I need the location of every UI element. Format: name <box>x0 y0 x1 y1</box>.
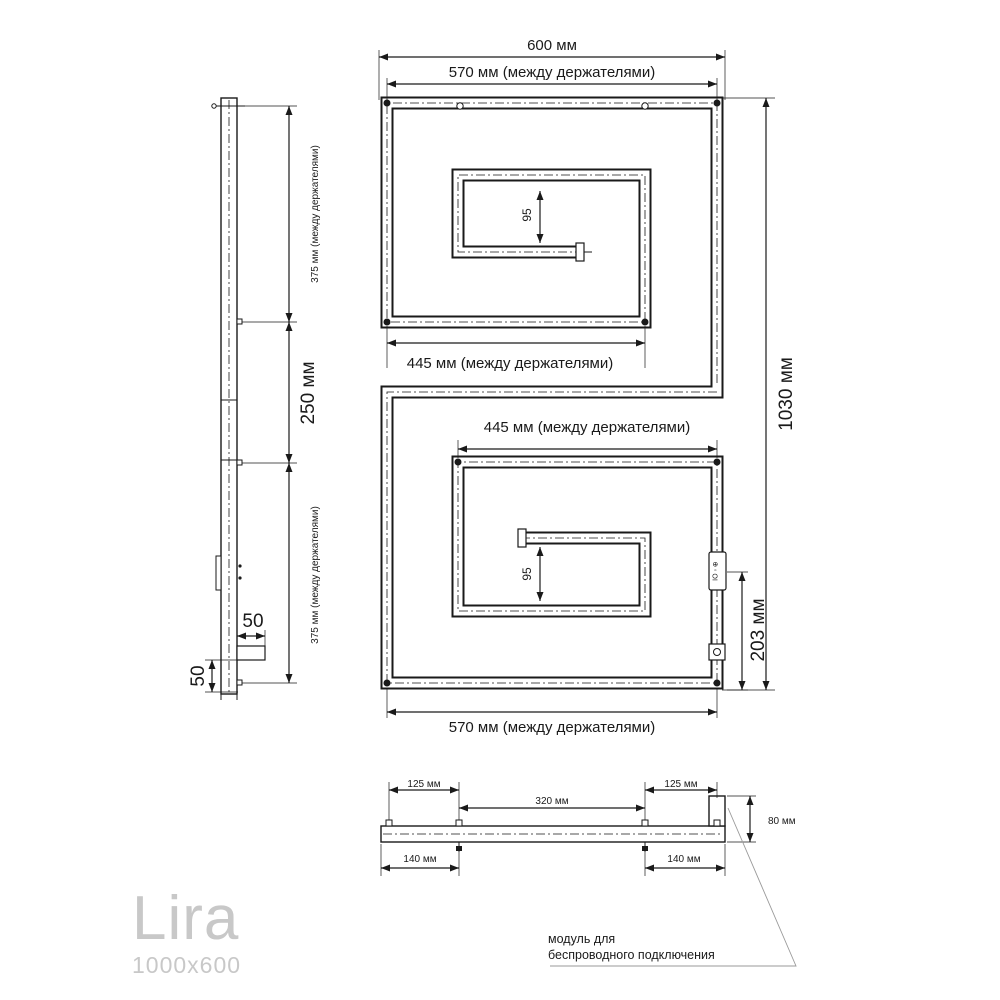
dim-overall-height: 1030 мм <box>776 357 797 431</box>
dim-bottom-left-bottom: 140 мм <box>403 854 436 865</box>
bottom-view: 125 мм 320 мм 125 мм 140 мм 140 мм 80 мм <box>380 779 797 967</box>
dim-bottom-right-top: 125 мм <box>664 779 697 790</box>
dim-upper-inner-holders: 445 мм (между держателями) <box>407 355 614 372</box>
upper-outer-frame <box>380 96 724 383</box>
dim-top-holders: 570 мм (между держателями) <box>449 64 656 81</box>
mount-point <box>456 102 464 110</box>
model-size: 1000x600 <box>132 952 242 978</box>
pipe-end-cap <box>517 528 527 548</box>
module-note: модуль для беспроводного подключения <box>548 931 715 963</box>
holders <box>383 99 721 687</box>
module-note-line1: модуль для <box>548 932 616 946</box>
dim-side-middle-span: 250 мм <box>298 361 319 424</box>
wireless-module: IO ◦ ⊕ <box>708 551 727 661</box>
dim-bottom-holders: 570 мм (между держателями) <box>449 719 656 736</box>
dim-side-depth: 50 <box>242 611 263 632</box>
mount-point <box>641 102 649 110</box>
side-view: 375 мм (между держателями) 250 мм 375 мм… <box>188 97 321 700</box>
dim-overall-width: 600 мм <box>527 37 577 54</box>
dim-bottom-right-bottom: 140 мм <box>667 854 700 865</box>
dim-module-height: 203 мм <box>748 598 769 661</box>
model-name: Lira <box>132 884 240 953</box>
svg-text:IO ◦ ⊕: IO ◦ ⊕ <box>713 561 720 581</box>
dim-bottom-center: 320 мм <box>535 796 568 807</box>
dim-bottom-left-top: 125 мм <box>407 779 440 790</box>
dim-lower-spiral-gap: 95 <box>520 567 534 581</box>
dim-bottom-height: 80 мм <box>768 816 796 827</box>
dim-side-upper-span: 375 мм (между держателями) <box>310 145 321 283</box>
dim-side-bottom-offset: 50 <box>188 665 209 686</box>
dim-upper-spiral-gap: 95 <box>520 208 534 222</box>
pipe-end-cap <box>575 242 585 262</box>
dim-lower-inner-holders: 445 мм (между держателями) <box>484 419 691 436</box>
front-view: IO ◦ ⊕ 600 мм 570 мм (между держателями)… <box>378 37 797 736</box>
module-note-line2: беспроводного подключения <box>548 948 715 962</box>
dim-side-lower-span: 375 мм (между держателями) <box>310 506 321 644</box>
